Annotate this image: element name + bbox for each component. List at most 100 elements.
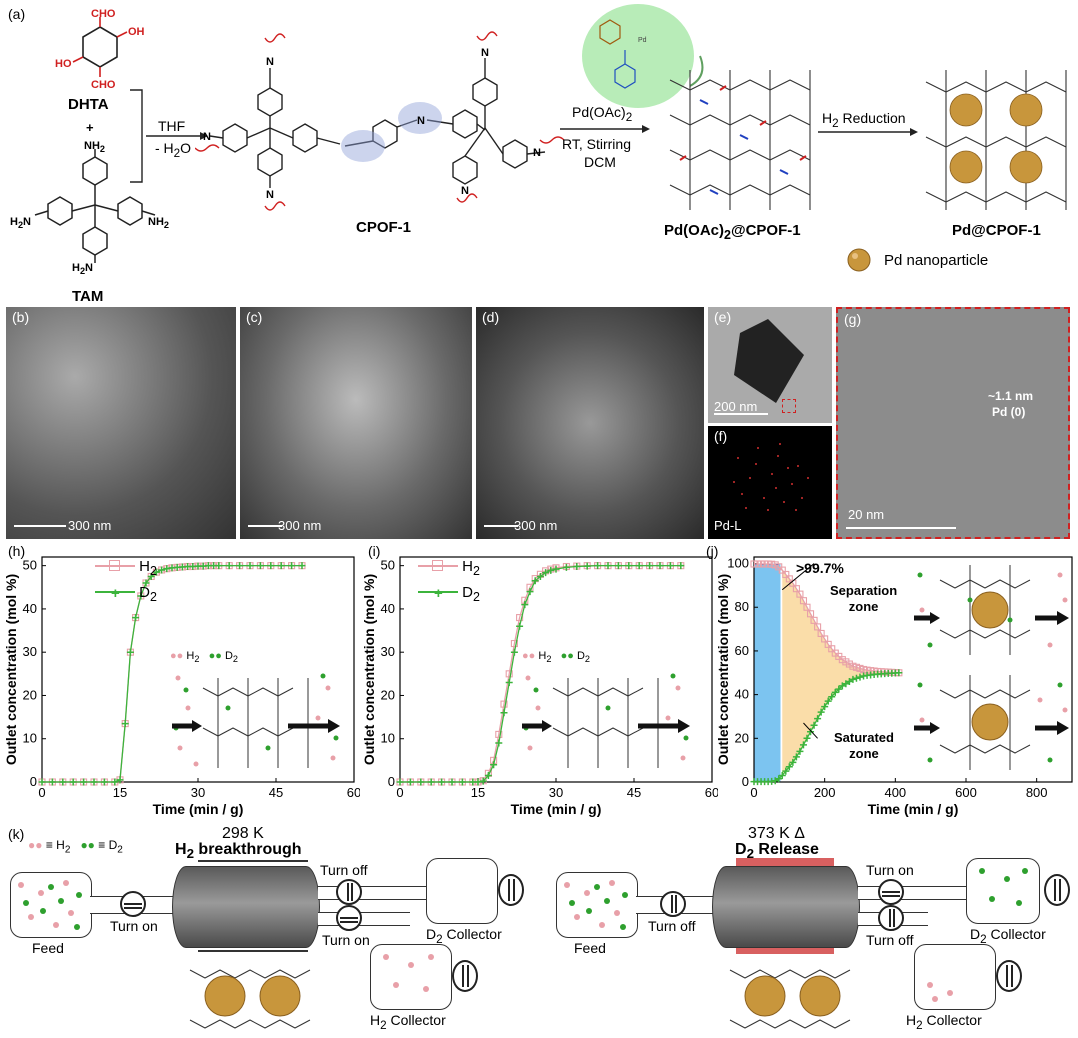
x-tick-label: 200 xyxy=(814,785,836,800)
data-point-d2 xyxy=(59,778,67,786)
data-point-d2 xyxy=(552,565,560,573)
left-h2-pump[interactable] xyxy=(452,960,478,992)
cond2-line3: DCM xyxy=(584,154,616,170)
left-process-title: H2 breakthrough xyxy=(175,841,302,862)
crystal-icon xyxy=(734,319,804,403)
left-d2-collector xyxy=(426,858,498,924)
svg-text:Pd: Pd xyxy=(638,37,647,44)
left-inlet-valve[interactable] xyxy=(120,891,146,917)
inset-framework-h-icon xyxy=(172,673,340,768)
legend-h: H2 + D2 xyxy=(95,556,157,608)
x-tick-label: 30 xyxy=(191,785,205,800)
y-tick-label: 30 xyxy=(381,644,395,659)
panel-label-f: (f) xyxy=(714,428,728,444)
scale-label-c: 300 nm xyxy=(278,518,322,533)
data-point-d2 xyxy=(479,777,487,785)
x-tick-label: 800 xyxy=(1026,785,1048,800)
data-point-d2 xyxy=(458,778,466,786)
saturated-pointer xyxy=(803,722,818,739)
pd-nanoparticle-icon xyxy=(847,248,871,272)
data-point-d2 xyxy=(510,648,518,656)
left-d2-pump[interactable] xyxy=(498,874,524,906)
left-d2-collector-label: D2 Collector xyxy=(426,926,502,946)
x-tick-label: 45 xyxy=(627,785,641,800)
y-tick-label: 40 xyxy=(381,601,395,616)
data-point-d2 xyxy=(573,563,581,571)
cpof1-structure-icon: N N N N N N N xyxy=(195,31,565,211)
particle-size-label: ~1.1 nm xyxy=(988,389,1034,403)
right-d2-pump[interactable] xyxy=(1044,874,1070,906)
right-feed-label: Feed xyxy=(574,940,606,956)
y-tick-label: 20 xyxy=(23,687,37,702)
left-column xyxy=(172,866,320,948)
left-nanoparticle-framework-icon xyxy=(189,969,311,1029)
x-tick-label: 0 xyxy=(750,785,757,800)
cond2-line2: RT, Stirring xyxy=(562,136,631,152)
data-point-d2 xyxy=(536,572,544,580)
data-point-d2 xyxy=(838,682,846,690)
data-point-d2 xyxy=(542,569,550,577)
x-axis-label: Time (min / g) xyxy=(153,801,244,817)
right-column xyxy=(712,866,860,948)
data-point-h2 xyxy=(495,730,503,738)
left-top-valve[interactable] xyxy=(336,879,362,905)
data-point-d2 xyxy=(490,761,498,769)
dhta-ho: HO xyxy=(55,58,72,70)
panel-label-d: (d) xyxy=(482,309,500,325)
y-tick-label: 60 xyxy=(735,643,749,658)
right-nanoparticle-framework-icon xyxy=(729,969,851,1029)
reduction-label: H2 Reduction xyxy=(822,110,906,130)
data-point-d2 xyxy=(849,675,857,683)
right-bottom-valve[interactable] xyxy=(878,905,904,931)
data-point-d2 xyxy=(782,767,790,775)
data-point-d2 xyxy=(152,568,160,576)
data-point-d2 xyxy=(778,771,786,779)
arrow-right-icon xyxy=(560,125,650,133)
left-bottom-valve[interactable] xyxy=(336,905,362,931)
panel-label-b: (b) xyxy=(12,309,30,325)
data-point-d2 xyxy=(677,562,685,570)
data-point-h2 xyxy=(814,623,822,631)
right-top-valve[interactable] xyxy=(878,879,904,905)
data-point-d2 xyxy=(656,562,664,570)
data-point-d2 xyxy=(810,721,818,729)
tam-nh2-top: NH2 xyxy=(84,140,105,155)
data-point-d2 xyxy=(438,778,446,786)
data-point-d2 xyxy=(236,562,244,570)
tam-label: TAM xyxy=(72,288,104,305)
data-point-d2 xyxy=(852,674,860,682)
right-inlet-valve[interactable] xyxy=(660,891,686,917)
data-point-d2 xyxy=(594,562,602,570)
data-point-d2 xyxy=(163,565,171,573)
pd-cpof1-label: Pd@CPOF-1 xyxy=(952,222,1041,239)
x-tick-label: 400 xyxy=(884,785,906,800)
data-point-d2 xyxy=(417,778,425,786)
data-point-d2 xyxy=(526,588,534,596)
left-h2-collector xyxy=(370,944,452,1010)
data-point-d2 xyxy=(132,614,140,622)
data-point-d2 xyxy=(396,778,404,786)
data-point-h2 xyxy=(803,603,811,611)
saturated-zone-label: Saturated zone xyxy=(834,730,894,761)
data-point-d2 xyxy=(277,562,285,570)
right-h2-pump[interactable] xyxy=(996,960,1022,992)
data-point-d2 xyxy=(547,566,555,574)
scale-label-d: 300 nm xyxy=(514,518,558,533)
data-point-h2 xyxy=(505,670,513,678)
tam-nh2-right: NH2 xyxy=(148,216,169,231)
data-point-d2 xyxy=(562,563,570,571)
process-legend: ●● ≡ H2 ●● ≡ D2 xyxy=(28,838,123,856)
data-point-d2 xyxy=(495,739,503,747)
panel-label-c: (c) xyxy=(246,309,263,325)
y-axis-label: Outlet concentration (mol %) xyxy=(3,574,19,765)
x-tick-label: 600 xyxy=(955,785,977,800)
x-tick-label: 0 xyxy=(38,785,45,800)
eds-image-f: (f) Pd-L xyxy=(708,426,832,539)
data-point-h2 xyxy=(799,597,808,605)
data-point-d2 xyxy=(817,708,825,716)
right-temperature: 373 K Δ xyxy=(748,825,805,842)
data-point-d2 xyxy=(835,685,843,693)
data-point-d2 xyxy=(474,778,482,786)
sem-image-b: (b) 300 nm xyxy=(6,307,236,539)
data-point-h2 xyxy=(806,610,815,618)
